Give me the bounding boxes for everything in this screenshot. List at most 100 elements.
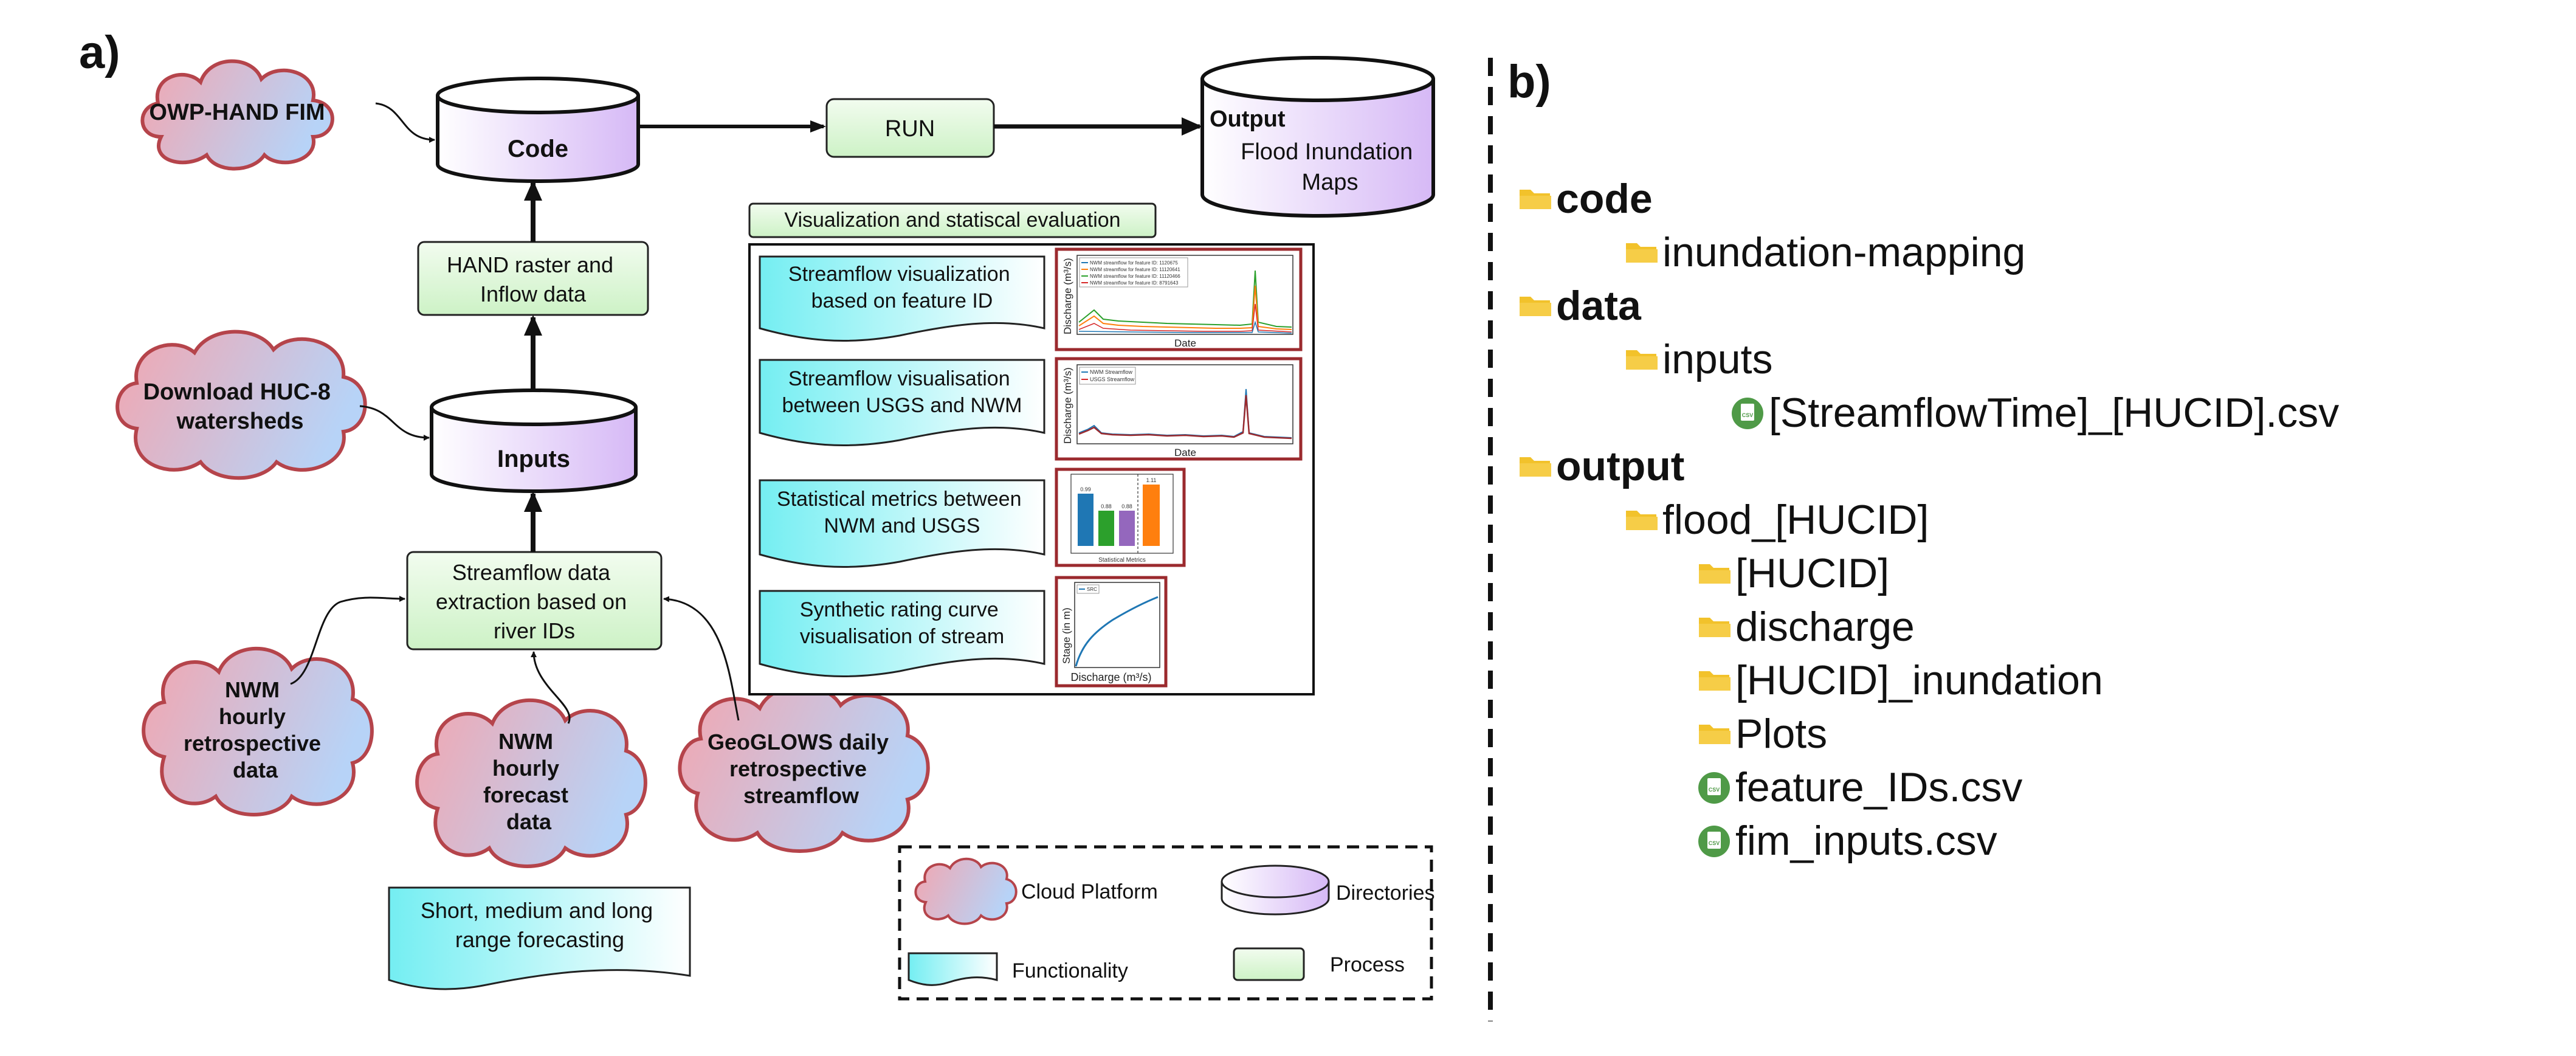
legend-label: Functionality xyxy=(1012,959,1128,982)
tree-row: [HUCID] xyxy=(1699,550,1889,596)
series-line xyxy=(1078,285,1292,330)
tree-row: code xyxy=(1520,176,1653,222)
viz-item-2: Streamflow visualisation between USGS an… xyxy=(759,359,1045,447)
bar xyxy=(1078,494,1093,546)
tree-item-label: [HUCID]_inundation xyxy=(1735,657,2103,703)
folder-icon xyxy=(1626,511,1658,530)
process-hand-raster: HAND raster and Inflow data xyxy=(417,241,649,316)
legend-entry: NWM streamflow for feature ID: 11120641 xyxy=(1090,267,1180,272)
bar xyxy=(1098,511,1114,546)
arrow-retro-extract xyxy=(290,595,405,685)
doc-line: Streamflow visualization xyxy=(788,263,1010,286)
series-line xyxy=(1078,320,1292,334)
doc-shape xyxy=(759,590,1045,678)
thumb-xlabel: Date xyxy=(1174,337,1196,349)
cloud-label: OWP-HAND FIM xyxy=(149,100,325,125)
legend-label: Directories xyxy=(1336,882,1434,905)
arrow-geoglows-extract xyxy=(663,596,740,721)
thumb-legend xyxy=(1079,367,1136,385)
thumb-ylabel: Discharge (m³/s) xyxy=(1062,258,1073,334)
connectors xyxy=(290,102,1202,724)
legend-item-directories: Directories xyxy=(1221,864,1434,916)
cylinder-body xyxy=(1200,79,1435,218)
folder-icon xyxy=(1699,725,1731,744)
thumbnail-usgs-nwm: NWM Streamflow USGS Streamflow Discharge… xyxy=(1055,357,1303,461)
cloud-line: NWM xyxy=(225,677,280,702)
doc-line: range forecasting xyxy=(455,927,624,952)
legend-entry: NWM streamflow for feature ID: 8791643 xyxy=(1090,280,1179,286)
cloud-line: Download HUC-8 xyxy=(143,379,331,405)
cloud-shape xyxy=(115,330,367,480)
cloud-line: GeoGLOWS daily xyxy=(708,730,889,754)
doc-label: Streamflow visualisation between USGS an… xyxy=(782,367,1022,417)
thumb-frame xyxy=(1055,576,1168,688)
process-extraction: Streamflow data extraction based on rive… xyxy=(406,551,663,651)
doc-shape xyxy=(759,359,1045,447)
thumb-axes xyxy=(1074,582,1160,668)
bar-value: 1.11 xyxy=(1146,477,1157,483)
doc-line: between USGS and NWM xyxy=(782,394,1022,417)
legend-box: Cloud Platform Directories Functionality… xyxy=(898,845,1434,1001)
csv-file-icon: CSV xyxy=(1698,826,1730,857)
output-body: Flood Inundation Maps xyxy=(1241,139,1419,195)
doc-forecasting: Short, medium and long range forecasting xyxy=(388,886,691,990)
thumb-xlabel: Discharge (m³/s) xyxy=(1070,671,1151,683)
legend-item-functionality: Functionality xyxy=(907,952,1128,986)
cloud-shape xyxy=(678,684,930,853)
doc-label: Short, medium and long range forecasting xyxy=(421,898,659,952)
panel-b-label: b) xyxy=(1507,56,1551,108)
tree-item-label: [StreamflowTime]_[HUCID].csv xyxy=(1769,390,2339,436)
process-line: Inflow data xyxy=(480,281,587,306)
folder-icon xyxy=(1626,350,1658,370)
folder-icon xyxy=(1699,618,1731,637)
folder-icon xyxy=(1699,671,1731,691)
thumbnail-statistics: 0.99 0.88 0.88 1.11 Statistical Metrics xyxy=(1055,468,1186,567)
process-label: HAND raster and Inflow data xyxy=(447,252,619,306)
arrow-owp-code xyxy=(375,102,435,143)
legend-label: Cloud Platform xyxy=(1021,880,1158,903)
viz-title: Visualization and statiscal evaluation xyxy=(784,209,1120,232)
thumbnail-rating-curve: SRC Stage (in m) Discharge (m³/s) xyxy=(1055,576,1168,688)
legend-label: Process xyxy=(1330,953,1405,976)
cloud-label: NWM hourly retrospective data xyxy=(184,677,327,782)
tree-item-label: inundation-mapping xyxy=(1662,229,2025,275)
csv-file-icon: CSV xyxy=(1698,772,1730,804)
viz-item-1: Streamflow visualization based on featur… xyxy=(759,255,1045,342)
tree-row: inputs xyxy=(1626,336,1772,382)
thumb-axes xyxy=(1070,474,1174,554)
process-line: extraction based on xyxy=(436,589,627,614)
tree-row: CSV [StreamflowTime]_[HUCID].csv xyxy=(1732,390,2339,436)
csv-file-icon: CSV xyxy=(1732,398,1763,429)
thumb-legend xyxy=(1079,257,1188,288)
process-run: RUN xyxy=(825,98,995,158)
process-line: river IDs xyxy=(494,618,575,643)
doc-line: Short, medium and long xyxy=(421,898,653,923)
process-line: Streamflow data xyxy=(452,560,611,585)
functionality-icon xyxy=(907,952,998,986)
bar-value: 0.99 xyxy=(1080,486,1091,492)
directory-label: Code xyxy=(508,136,568,162)
arrow-fcst-extract xyxy=(531,651,571,724)
cloud-geoglows: GeoGLOWS daily retrospective streamflow xyxy=(678,684,930,853)
cloud-nwm-retrospective: NWM hourly retrospective data xyxy=(142,646,374,816)
tree-item-label: fim_inputs.csv xyxy=(1735,818,1997,864)
doc-shape xyxy=(759,479,1045,568)
folder-icon xyxy=(1699,564,1731,584)
legend-entry: NWM Streamflow xyxy=(1090,369,1133,375)
legend-item-process: Process xyxy=(1233,947,1405,981)
doc-line: Statistical metrics between xyxy=(777,488,1022,511)
folder-icon xyxy=(1520,190,1551,209)
cloud-owp-hand-fim: OWP-HAND FIM xyxy=(140,59,334,171)
csv-badge-text: CSV xyxy=(1742,412,1754,418)
csv-badge-text: CSV xyxy=(1709,787,1720,793)
directory-label: Inputs xyxy=(497,446,570,472)
cloud-platform-icon xyxy=(914,857,1018,925)
cylinder-top xyxy=(430,388,638,426)
tree-row: discharge xyxy=(1699,604,1915,650)
output-title: Output xyxy=(1210,106,1286,132)
cylinder-body xyxy=(430,407,638,493)
series-line xyxy=(1078,303,1292,333)
